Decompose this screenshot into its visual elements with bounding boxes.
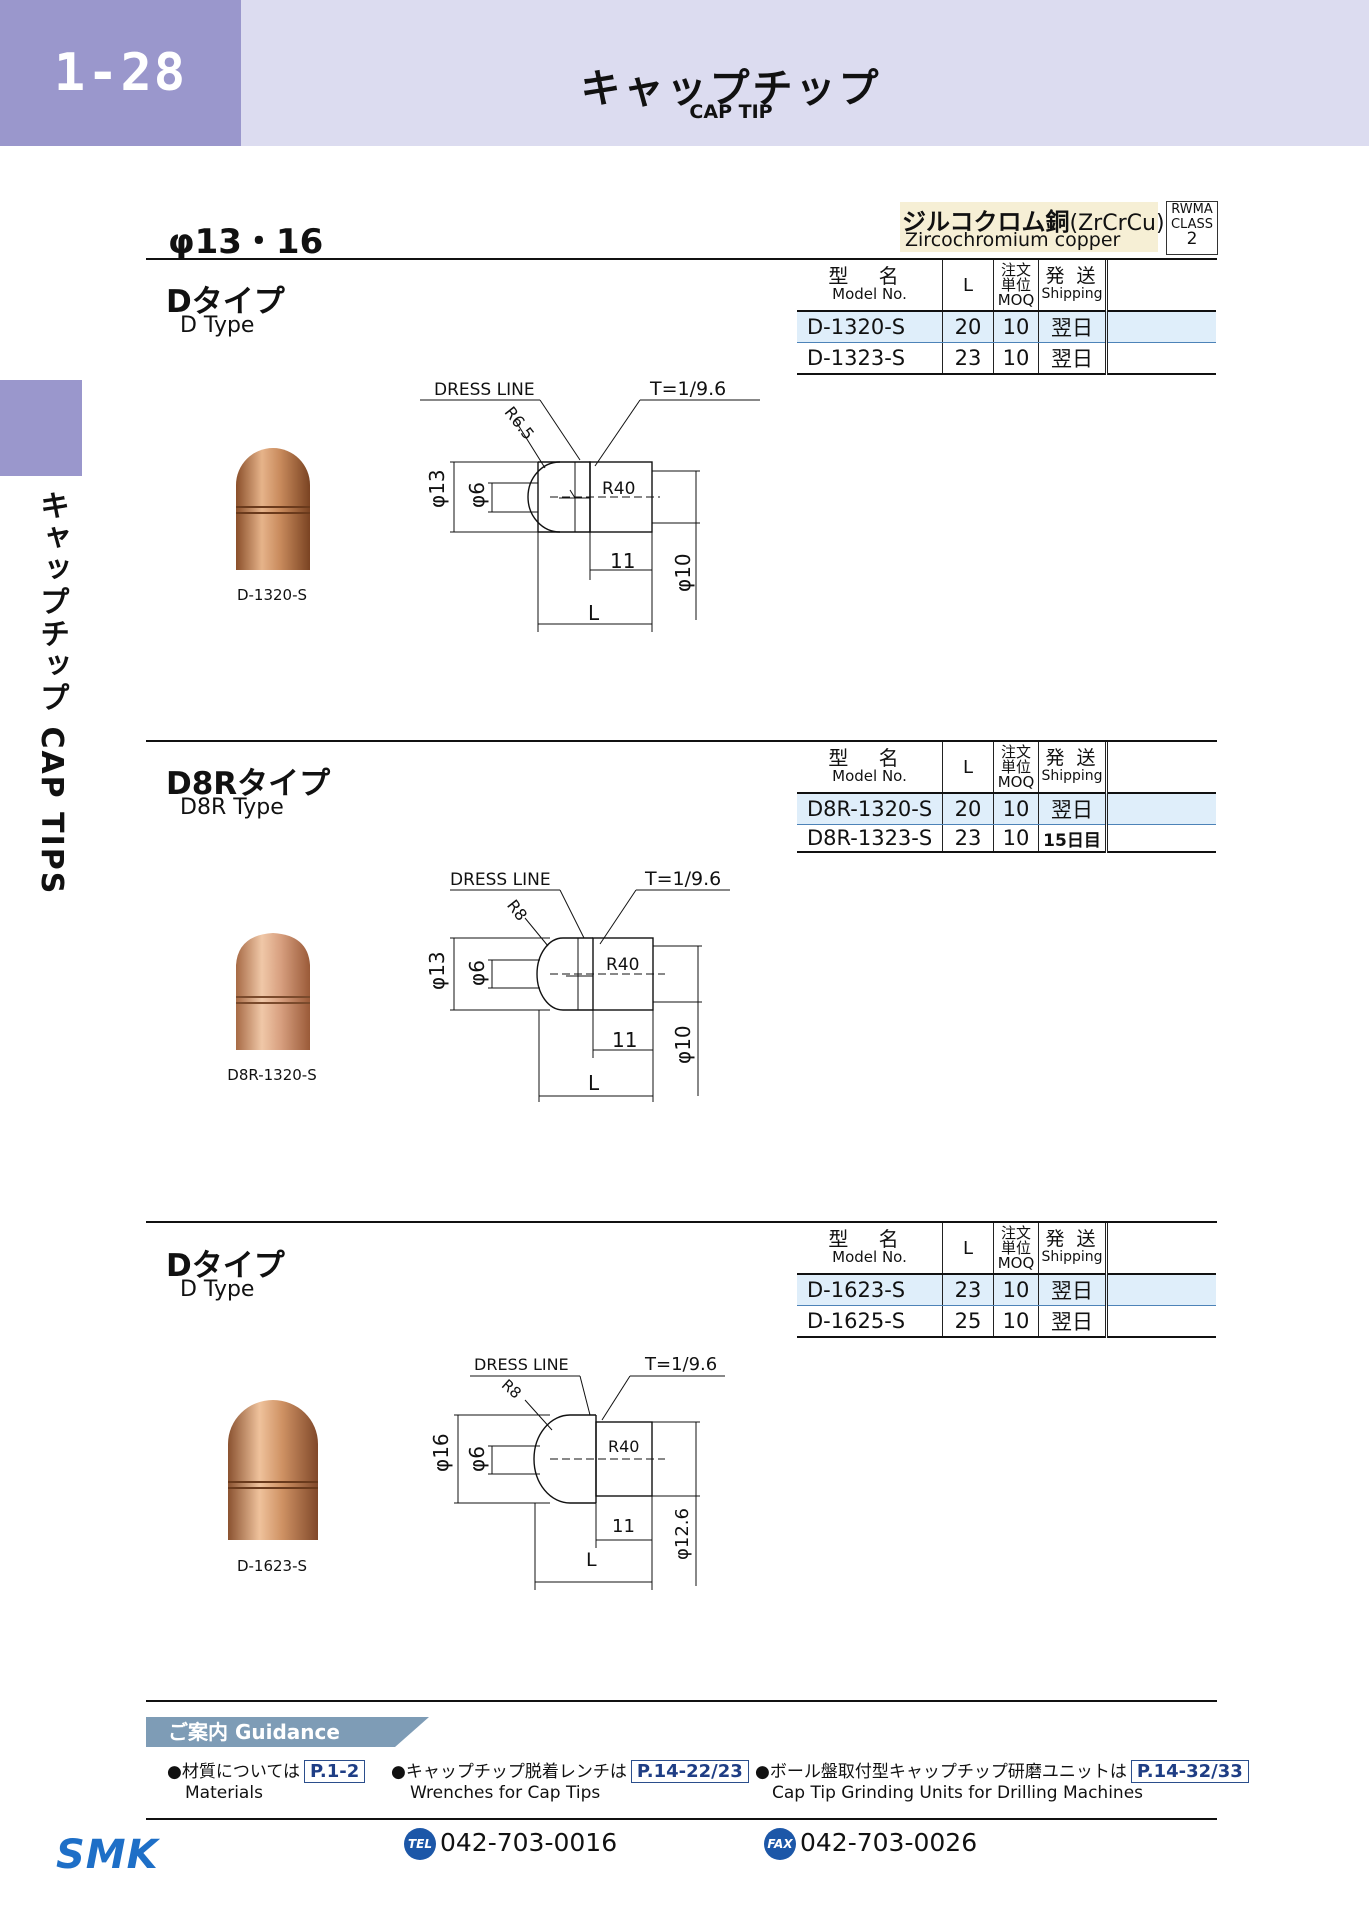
material-name: ジルコクロム銅(ZrCrCu) [902, 208, 1165, 236]
svg-text:DRESS LINE: DRESS LINE [434, 380, 535, 400]
material-english: Zircochromium copper [905, 229, 1121, 251]
page-ref-link[interactable]: P.14-32/33 [1130, 1760, 1249, 1783]
technical-drawing: DRESS LINE T=1/9.6 R8 R40 φ13 φ6 11 φ10 … [425, 868, 730, 1102]
svg-text:R40: R40 [602, 479, 635, 499]
company-logo: SMK [56, 1832, 159, 1878]
guidance-tab: ご案内 Guidance [146, 1717, 429, 1747]
svg-text:DRESS LINE: DRESS LINE [450, 870, 551, 890]
svg-text:DRESS LINE: DRESS LINE [474, 1355, 569, 1374]
section-type-title: Dタイプ [166, 1248, 285, 1284]
svg-text:R6.5: R6.5 [501, 403, 538, 444]
section-type-subtitle: D8R Type [180, 795, 284, 820]
svg-text:11: 11 [610, 549, 635, 573]
svg-text:φ6: φ6 [465, 1446, 489, 1472]
section-divider [146, 1221, 1217, 1223]
section-type-subtitle: D Type [180, 313, 255, 338]
page-ref-link[interactable]: P.14-22/23 [630, 1760, 749, 1783]
svg-text:R40: R40 [608, 1437, 639, 1456]
svg-text:11: 11 [612, 1028, 637, 1052]
photo-caption: D-1623-S [236, 1557, 308, 1575]
svg-text:L: L [588, 1071, 600, 1095]
material-box [900, 202, 1158, 252]
svg-text:11: 11 [612, 1516, 635, 1537]
page-subtitle: CAP TIP [689, 101, 773, 123]
page-title: キャップチップ [580, 66, 882, 112]
svg-text:φ13: φ13 [425, 469, 449, 508]
svg-text:φ6: φ6 [465, 482, 489, 508]
photo-caption: D-1320-S [236, 586, 308, 604]
guidance-item-english: Materials [185, 1783, 263, 1803]
section-divider [146, 258, 1217, 260]
guidance-item-english: Cap Tip Grinding Units for Drilling Mach… [772, 1783, 1144, 1803]
svg-text:φ12.6: φ12.6 [672, 1508, 693, 1560]
size-title: φ13・16 [168, 222, 324, 262]
section-type-title: Dタイプ [166, 284, 285, 320]
product-photo [236, 933, 310, 1050]
svg-text:L: L [586, 1549, 597, 1571]
svg-text:R8: R8 [498, 1376, 525, 1403]
section-divider [146, 740, 1217, 742]
svg-text:R40: R40 [606, 955, 639, 975]
phone-icon: TEL [404, 1828, 436, 1860]
svg-text:T=1/9.6: T=1/9.6 [644, 868, 721, 890]
section-type-subtitle: D Type [180, 1277, 255, 1302]
page-ref-link[interactable]: P.1-2 [303, 1760, 366, 1783]
svg-text:T=1/9.6: T=1/9.6 [644, 1354, 717, 1375]
guidance-item-english: Wrenches for Cap Tips [410, 1783, 601, 1803]
footer-divider [146, 1818, 1217, 1820]
guidance-divider [146, 1700, 1217, 1702]
svg-text:L: L [588, 601, 600, 625]
technical-drawing: DRESS LINE T=1/9.6 R8 R40 φ16 φ6 11 φ12.… [429, 1354, 725, 1590]
section-type-title: D8Rタイプ [166, 766, 331, 802]
svg-text:φ10: φ10 [671, 1025, 695, 1064]
photo-caption: D8R-1320-S [227, 1066, 317, 1084]
svg-text:φ6: φ6 [465, 960, 489, 986]
product-photo [228, 1400, 318, 1540]
svg-text:φ16: φ16 [429, 1433, 453, 1472]
svg-text:T=1/9.6: T=1/9.6 [649, 378, 726, 400]
svg-text:φ13: φ13 [425, 951, 449, 990]
side-tab-label: キャップチップ CAP TIPS [34, 490, 69, 896]
technical-drawing: DRESS LINE T=1/9.6 R6.5 R40 φ13 φ6 11 φ1… [420, 378, 760, 632]
svg-text:φ10: φ10 [671, 553, 695, 592]
page-number: 1-28 [0, 0, 241, 146]
product-photo [236, 448, 310, 570]
side-tab-block [0, 380, 82, 476]
fax-icon: FAX [764, 1828, 796, 1860]
